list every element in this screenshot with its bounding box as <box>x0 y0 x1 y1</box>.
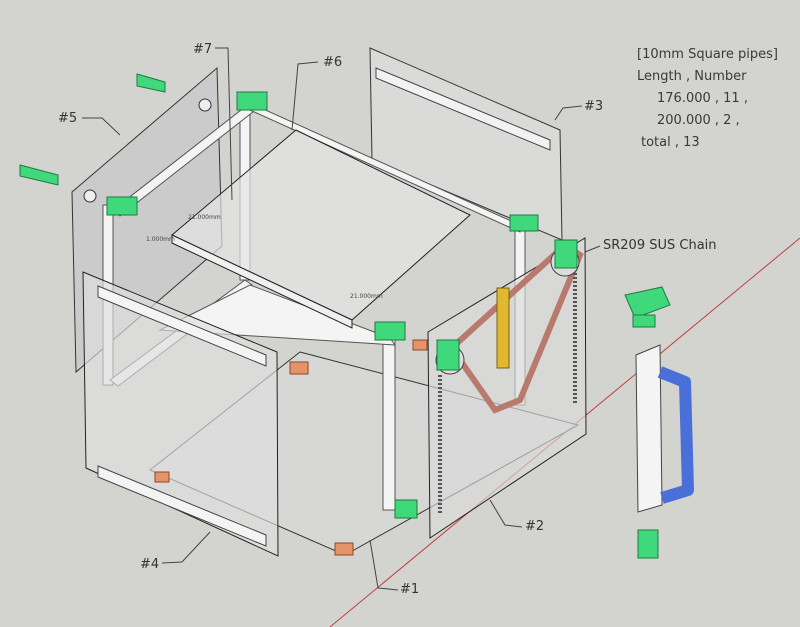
dimension-label: 21.000mm <box>188 214 221 221</box>
leader-lines <box>82 47 601 591</box>
note-row: 200.000 , 2 , <box>657 113 740 128</box>
shelf-6-edge <box>171 234 353 329</box>
label-part-1: #1 <box>400 582 420 597</box>
note-total: total , 13 <box>641 135 700 150</box>
handle-base <box>635 344 663 513</box>
note-title: [10mm Square pipes] <box>637 47 778 62</box>
note-header: Length , Number <box>637 69 747 84</box>
green-part-top-base <box>632 314 656 328</box>
green-part-top <box>624 286 671 319</box>
label-part-7: #7 <box>193 42 213 57</box>
note-row: 176.000 , 11 , <box>657 91 748 106</box>
label-part-3: #3 <box>584 99 604 114</box>
dimension-label: 21.000mm <box>350 293 383 300</box>
hole <box>198 98 212 112</box>
yellow-rail <box>496 287 510 369</box>
feet <box>154 339 428 556</box>
label-part-5: #5 <box>58 111 78 126</box>
dimension-label: 1.000mm <box>146 236 175 243</box>
label-chain: SR209 SUS Chain <box>603 238 717 253</box>
label-part-6: #6 <box>323 55 343 70</box>
panel-2[interactable] <box>427 237 587 539</box>
panel-4-top-bar <box>97 285 267 367</box>
green-brackets <box>19 73 578 519</box>
green-part-bottom <box>637 529 659 559</box>
label-part-4: #4 <box>140 557 160 572</box>
panel-3-handle-bar <box>375 67 551 151</box>
blue-handle <box>657 366 694 504</box>
hole <box>83 189 97 203</box>
pipe-summary-note: [10mm Square pipes] Length , Number 176.… <box>637 44 778 154</box>
panel-4-bottom-bar <box>97 465 267 547</box>
label-part-2: #2 <box>525 519 545 534</box>
